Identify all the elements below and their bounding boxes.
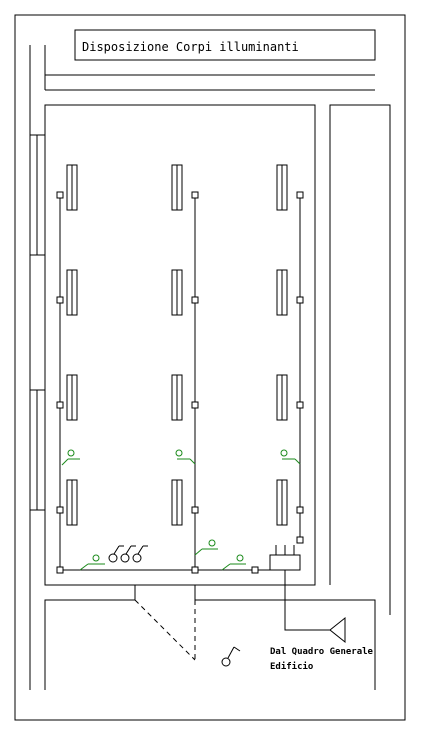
fluorescent-tube-icon xyxy=(66,269,78,316)
circuit-lines xyxy=(59,195,301,571)
junction-box-icon xyxy=(296,191,304,199)
junction-box-icon xyxy=(296,296,304,304)
building-walls xyxy=(29,45,391,690)
feed-line xyxy=(284,570,346,644)
light-switch-icon xyxy=(280,449,301,465)
light-switch-icon xyxy=(221,646,241,667)
feed-arrow-icon xyxy=(329,616,346,644)
junction-box-icon xyxy=(251,566,259,574)
fluorescent-tube-icon xyxy=(66,374,78,421)
title-block: Disposizione Corpi illuminanti xyxy=(74,29,376,61)
feed-label-line2: Edificio xyxy=(270,661,313,672)
junction-box-icon xyxy=(191,296,199,304)
junction-box-icon xyxy=(296,536,304,544)
fluorescent-tube-icon xyxy=(276,374,288,421)
light-switch-icon xyxy=(79,554,105,571)
door-swing-icon xyxy=(134,599,196,661)
fluorescent-tube-icon xyxy=(171,374,183,421)
fluorescent-tube-icon xyxy=(171,269,183,316)
junction-box-icon xyxy=(191,506,199,514)
junction-box-icon xyxy=(56,296,64,304)
light-switch-icon xyxy=(175,449,196,465)
socket-outlet-icon xyxy=(108,545,124,563)
junction-boxes xyxy=(56,191,304,574)
junction-box-icon xyxy=(296,401,304,409)
room-outline xyxy=(44,104,316,586)
feed-label-line1: Dal Quadro Generale xyxy=(270,647,374,657)
junction-box-icon xyxy=(191,401,199,409)
distribution-panel-icon xyxy=(269,545,301,571)
fluorescent-tube-icon xyxy=(276,269,288,316)
socket-outlet-icon xyxy=(132,545,148,563)
plan-title: Disposizione Corpi illuminanti xyxy=(82,40,299,54)
junction-box-icon xyxy=(56,566,64,574)
junction-box-icon xyxy=(296,506,304,514)
junction-box-icon xyxy=(56,191,64,199)
light-switch-icon xyxy=(61,449,80,466)
socket-outlet-icon xyxy=(120,545,136,563)
light-switch-icon xyxy=(194,539,218,556)
light-switches xyxy=(61,449,301,571)
junction-box-icon xyxy=(191,191,199,199)
junction-box-icon xyxy=(56,401,64,409)
fluorescent-tube-icon xyxy=(276,164,288,211)
fluorescent-tube-icon xyxy=(66,164,78,211)
junction-box-icon xyxy=(191,566,199,574)
luminaires xyxy=(66,164,288,526)
fluorescent-tube-icon xyxy=(66,479,78,526)
sheet-frame xyxy=(14,14,406,721)
fluorescent-tube-icon xyxy=(171,479,183,526)
light-switch-icon xyxy=(221,554,246,571)
fluorescent-tube-icon xyxy=(276,479,288,526)
socket-outlets xyxy=(108,545,148,563)
fluorescent-tube-icon xyxy=(171,164,183,211)
junction-box-icon xyxy=(56,506,64,514)
